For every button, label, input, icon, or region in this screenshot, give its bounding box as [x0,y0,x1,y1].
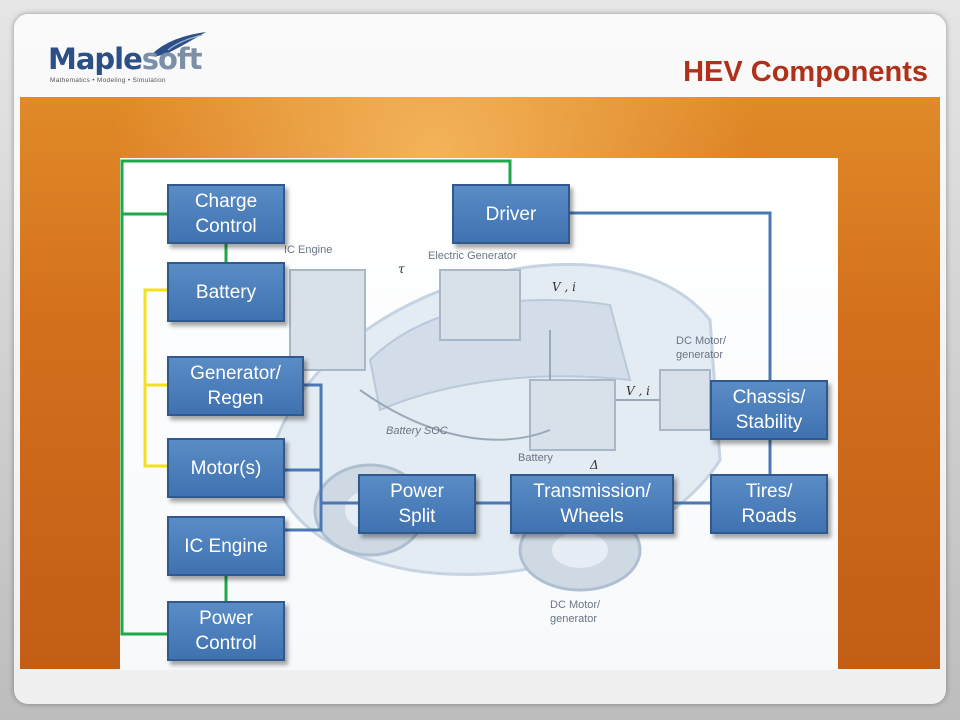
logo-main: Maple [48,42,143,76]
motors-box[interactable]: Motor(s) [167,438,285,498]
label-battery-soc: Battery SOC [386,425,448,437]
label-dc-motor-top: DC Motor/ generator [676,335,727,361]
label-tau: τ [398,262,405,276]
label-delta: Δ [590,458,599,472]
logo-tagline: Mathematics • Modeling • Simulation [50,77,166,84]
driver-box[interactable]: Driver [452,184,570,244]
maple-leaf-icon [150,32,206,57]
label-ic-engine: IC Engine [284,244,333,256]
yellow-links [143,288,168,468]
power-split-box[interactable]: Power Split [358,474,476,534]
chassis-stability-box[interactable]: Chassis/ Stability [710,380,828,440]
blue-links [285,211,772,532]
charge-control-box[interactable]: Charge Control [167,184,285,244]
generator-regen-box[interactable]: Generator/ Regen [167,356,304,416]
label-v-i-top: V , i [552,280,576,294]
green-links [120,159,512,636]
transmission-wheels-box[interactable]: Transmission/ Wheels [510,474,674,534]
maplesoft-logo: Maplesoft Mathematics • Modeling • Simul… [48,32,208,96]
battery-box[interactable]: Battery [167,262,285,322]
logo-soft: soft [141,42,203,76]
logo-wordmark: Maplesoft [48,42,203,76]
label-dc-motor-bottom: DC Motor/ generator [550,599,601,625]
page-title: HEV Components [683,56,928,88]
label-battery: Battery [518,452,553,464]
label-v-i-middle: V , i [626,384,650,398]
tires-roads-box[interactable]: Tires/ Roads [710,474,828,534]
ic-engine-box[interactable]: IC Engine [167,516,285,576]
power-control-box[interactable]: Power Control [167,601,285,661]
label-electric-generator: Electric Generator [428,250,517,262]
